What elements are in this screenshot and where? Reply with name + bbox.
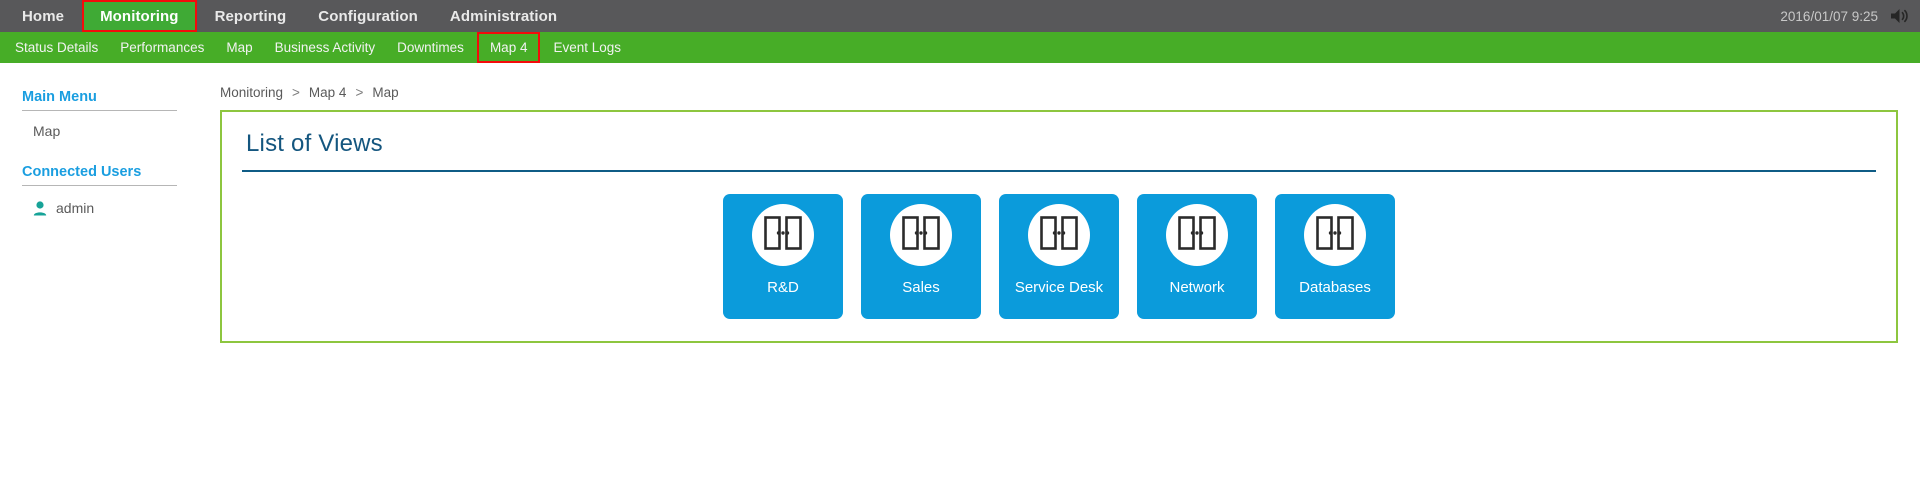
view-tile-label: Databases — [1299, 279, 1371, 296]
title-divider — [242, 170, 1876, 172]
subnav-item-performances[interactable]: Performances — [109, 32, 215, 63]
view-tile-label: Network — [1169, 279, 1225, 296]
sidebar-divider-main-menu — [22, 110, 177, 111]
list-of-views-card: List of Views — [220, 110, 1898, 343]
subnav-label: Business Activity — [274, 40, 376, 55]
subnav-label: Map — [226, 40, 253, 55]
subnav-label: Status Details — [15, 40, 99, 55]
sidebar-heading-main-menu: Main Menu — [22, 89, 97, 105]
tile-icon-circle — [1166, 204, 1228, 266]
tile-icon-circle — [1028, 204, 1090, 266]
view-tile-label: Sales — [902, 279, 940, 296]
view-tile-label: R&D — [767, 279, 799, 296]
subnav-item-status-details[interactable]: Status Details — [4, 32, 109, 63]
subnav-item-event-logs[interactable]: Event Logs — [542, 32, 632, 63]
sidebar-divider-connected-users — [22, 185, 177, 186]
connected-user-row[interactable]: admin — [22, 194, 205, 216]
breadcrumb: Monitoring > Map 4 > Map — [220, 85, 1898, 110]
map-view-icon — [901, 215, 941, 256]
topnav-item-monitoring[interactable]: Monitoring — [82, 0, 197, 32]
map-view-icon — [1039, 215, 1079, 256]
subnav-label: Performances — [120, 40, 205, 55]
topnav-label: Configuration — [318, 7, 418, 25]
view-tile-databases[interactable]: Databases — [1275, 194, 1395, 319]
connected-user-name: admin — [56, 200, 95, 216]
subnav-item-map-4[interactable]: Map 4 — [476, 32, 541, 63]
subnav-item-business-activity[interactable]: Business Activity — [264, 32, 387, 63]
clock-display: 2016/01/07 9:25 — [1780, 8, 1878, 24]
main-panel: Monitoring > Map 4 > Map List of Views — [205, 63, 1920, 343]
tile-icon-circle — [1304, 204, 1366, 266]
breadcrumb-item-map-4[interactable]: Map 4 — [308, 85, 347, 100]
sidebar: Main Menu Map Connected Users admin — [0, 63, 205, 216]
topnav-right-group: 2016/01/07 9:25 — [1780, 0, 1920, 32]
topnav-item-administration[interactable]: Administration — [434, 0, 573, 32]
sidebar-spacer — [22, 143, 205, 164]
topnav-label: Home — [22, 7, 65, 25]
topnav-item-reporting[interactable]: Reporting — [199, 0, 303, 32]
user-icon — [33, 200, 47, 216]
content-area: Main Menu Map Connected Users admin Moni… — [0, 63, 1920, 343]
subnav-item-map[interactable]: Map — [215, 32, 263, 63]
sidebar-item-map[interactable]: Map — [33, 123, 61, 139]
sub-navigation-bar: Status Details Performances Map Business… — [0, 32, 1920, 63]
top-navigation-bar: Home Monitoring Reporting Configuration … — [0, 0, 1920, 32]
view-tile-label: Service Desk — [1014, 279, 1104, 296]
topnav-item-configuration[interactable]: Configuration — [302, 0, 434, 32]
breadcrumb-separator: > — [355, 85, 364, 100]
topnav-label: Monitoring — [100, 7, 179, 25]
subnav-label: Event Logs — [553, 40, 622, 55]
views-tile-grid: R&D — [242, 194, 1876, 319]
tile-icon-circle — [752, 204, 814, 266]
subnav-label: Map 4 — [489, 40, 528, 55]
map-view-icon — [1315, 215, 1355, 256]
view-tile-sales[interactable]: Sales — [861, 194, 981, 319]
subnav-label: Downtimes — [397, 40, 464, 55]
map-view-icon — [1177, 215, 1217, 256]
breadcrumb-item-monitoring[interactable]: Monitoring — [220, 85, 284, 100]
topnav-item-home[interactable]: Home — [6, 0, 80, 32]
map-view-icon — [763, 215, 803, 256]
tile-icon-circle — [890, 204, 952, 266]
page-title: List of Views — [246, 130, 383, 157]
subnav-item-downtimes[interactable]: Downtimes — [386, 32, 475, 63]
view-tile-network[interactable]: Network — [1137, 194, 1257, 319]
speaker-icon[interactable] — [1890, 6, 1910, 26]
topnav-label: Reporting — [214, 7, 287, 25]
view-tile-service-desk[interactable]: Service Desk — [999, 194, 1119, 319]
breadcrumb-separator: > — [292, 85, 300, 100]
topnav-label: Administration — [449, 7, 558, 25]
breadcrumb-item-map[interactable]: Map — [372, 85, 399, 100]
view-tile-rd[interactable]: R&D — [723, 194, 843, 319]
sidebar-heading-connected-users: Connected Users — [22, 164, 142, 180]
